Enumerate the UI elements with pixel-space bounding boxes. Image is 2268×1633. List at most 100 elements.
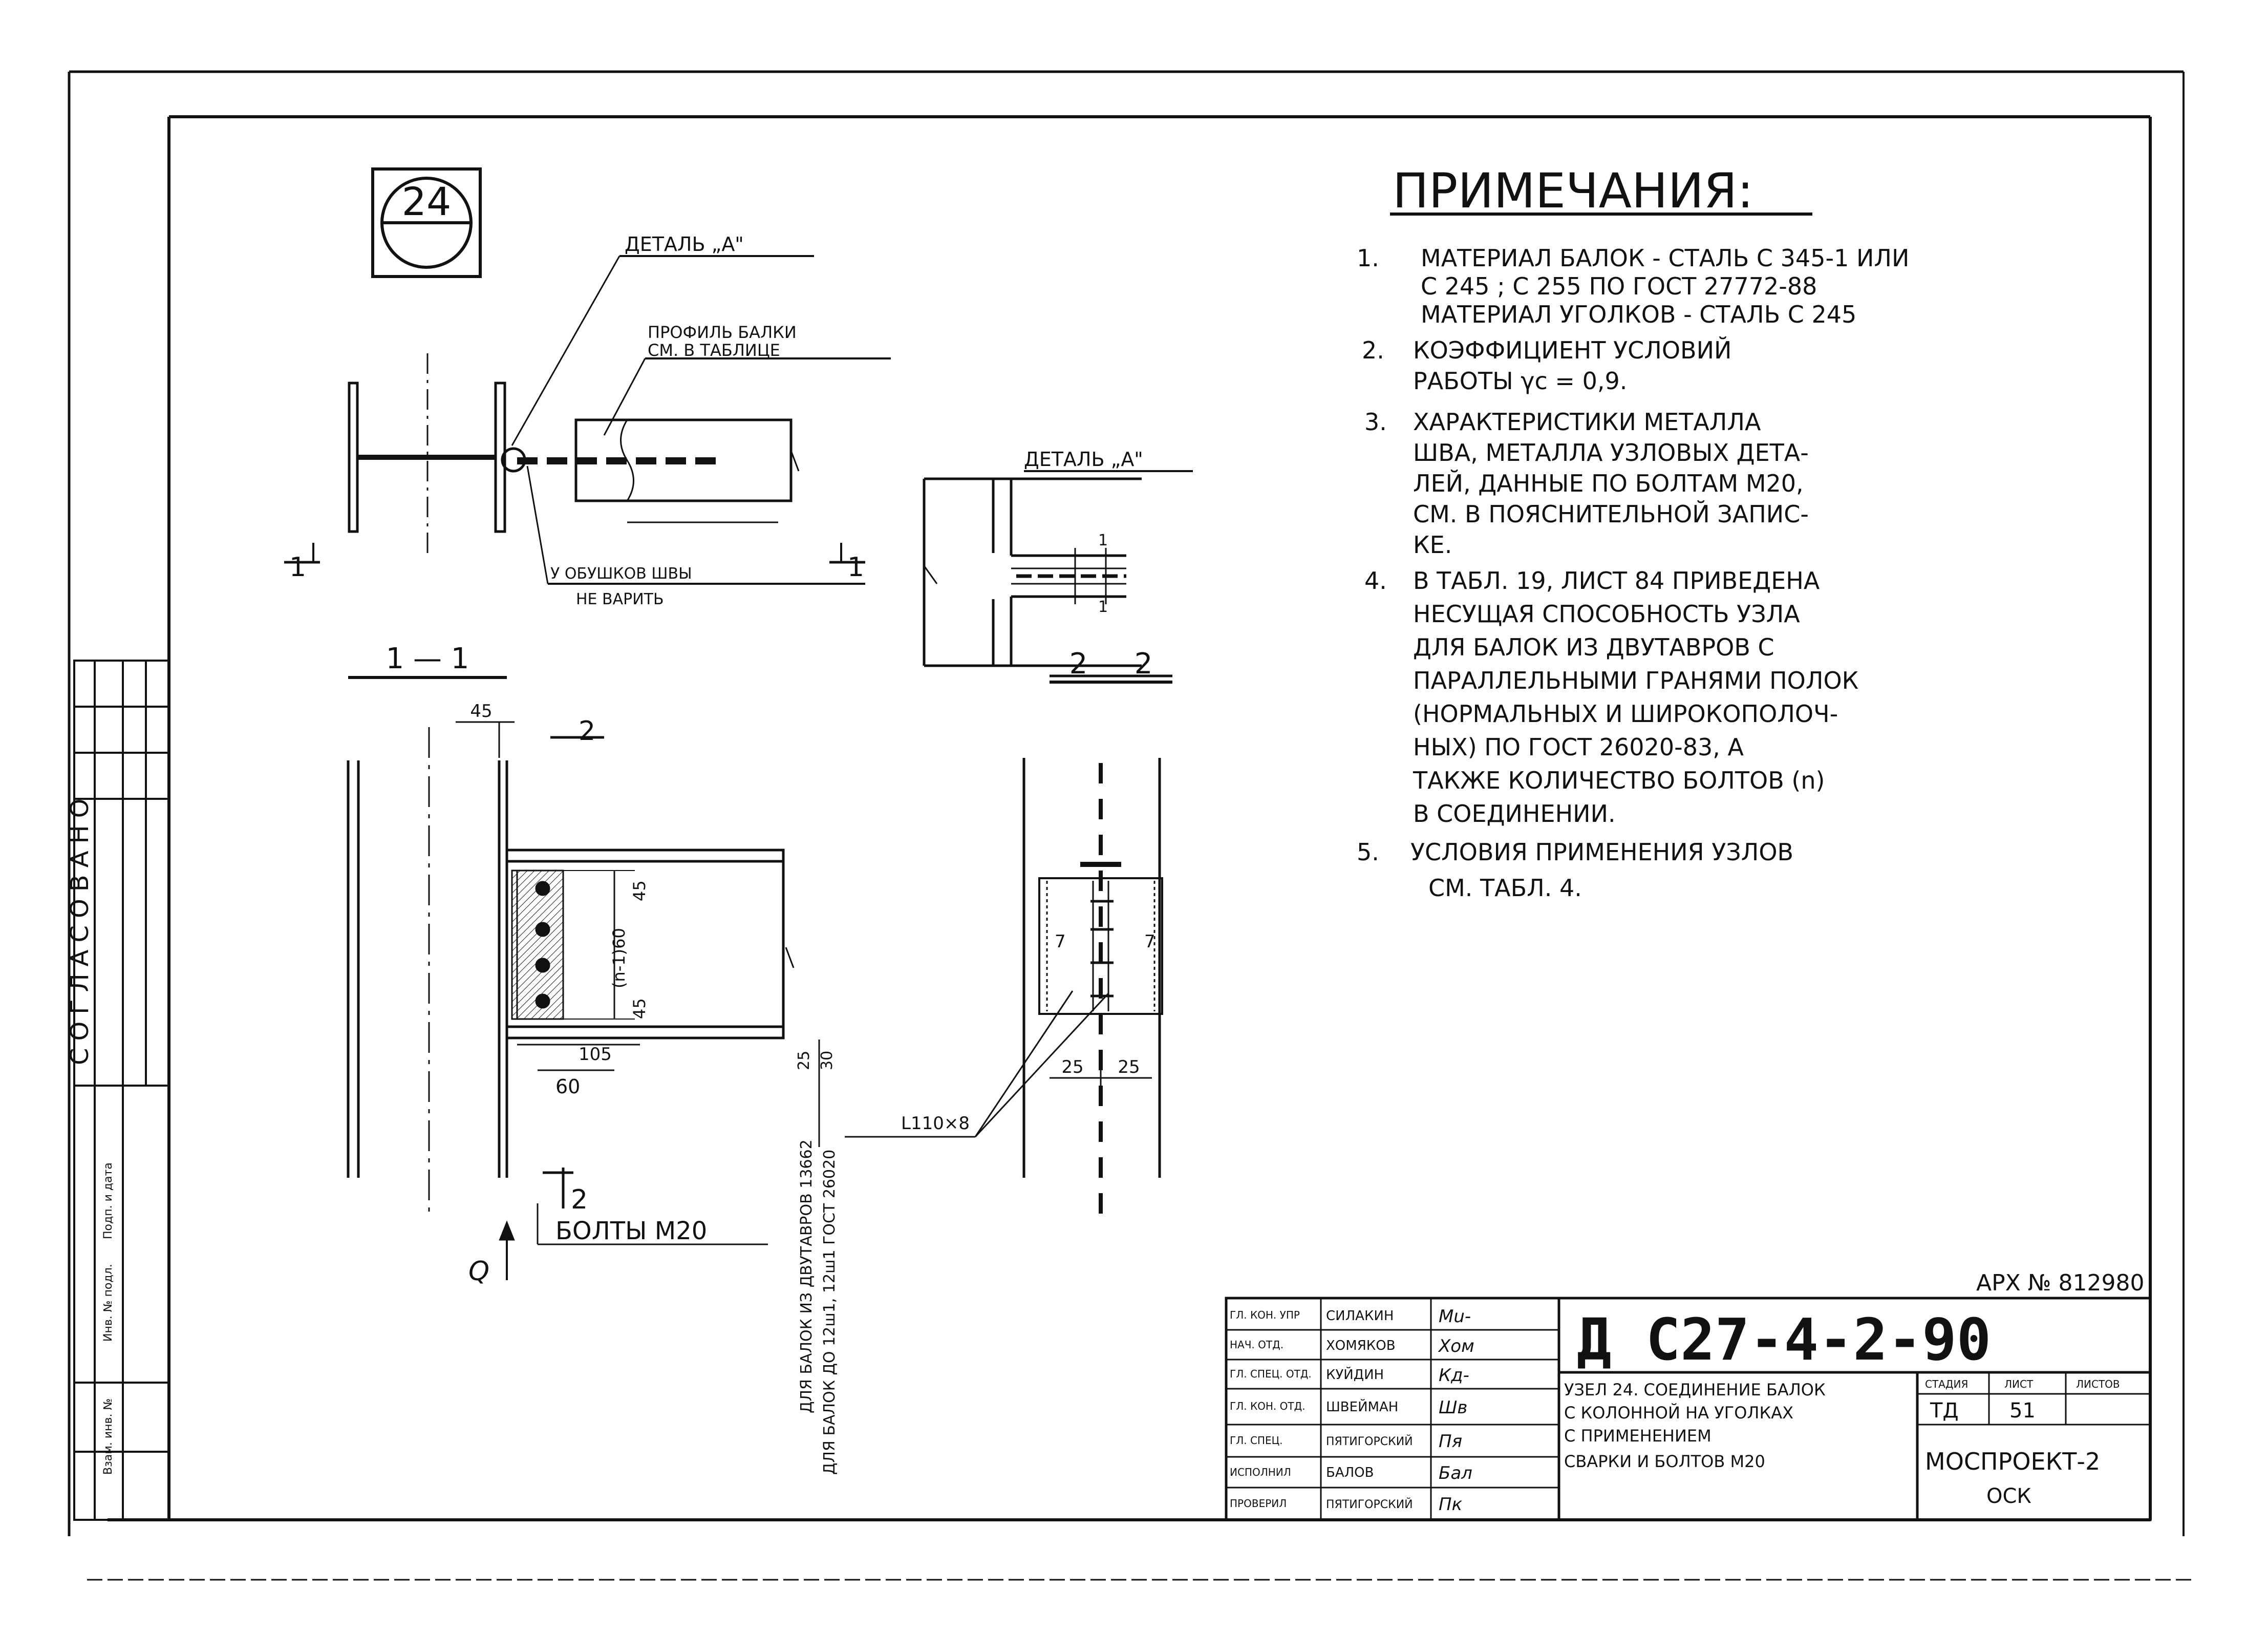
role-2: НАЧ. ОТД. <box>1230 1339 1283 1351</box>
name-3: КУЙДИН <box>1326 1366 1384 1383</box>
document-code: Д С27-4-2-90 <box>1577 1307 1991 1373</box>
angle-label: L110×8 <box>901 1113 970 1134</box>
side-stamp-small-3: Взам. инв. № <box>102 1398 115 1475</box>
weld-note-1: У ОБУШКОВ ШВЫ <box>550 565 692 583</box>
mark-2-bottom: 2 <box>571 1184 588 1215</box>
node-number: 24 <box>402 179 452 224</box>
profile-label-1: ПРОФИЛЬ БАЛКИ <box>648 323 797 342</box>
title-block <box>1225 1297 2152 1521</box>
note-2-line-1: КОЭФФИЦИЕНТ УСЛОВИЙ <box>1413 336 1731 364</box>
note-4-line-6: НЫХ) ПО ГОСТ 26020-83, А <box>1413 733 1744 761</box>
role-4: ГЛ. КОН. ОТД. <box>1230 1400 1306 1412</box>
note-4-line-4: ПАРАЛЛЕЛЬНЫМИ ГРАНЯМИ ПОЛОК <box>1413 667 1858 694</box>
bolts-label: БОЛТЫ М20 <box>555 1217 707 1245</box>
note-4-line-1: В ТАБЛ. 19, ЛИСТ 84 ПРИВЕДЕНА <box>1413 567 1820 595</box>
dim-25: 25 <box>795 1051 813 1070</box>
name-2: ХОМЯКОВ <box>1326 1338 1396 1353</box>
notes-block: ПРИМЕЧАНИЯ: 1. МАТЕРИАЛ БАЛОК - СТАЛЬ С … <box>1357 163 1909 902</box>
note-4-num: 4. <box>1364 567 1387 595</box>
note-1-num: 1. <box>1357 244 1379 272</box>
section-1-1-view <box>347 676 820 1280</box>
name-7: ПЯТИГОРСКИЙ <box>1326 1498 1413 1511</box>
dim-25-a: 25 <box>1061 1057 1083 1077</box>
organization-2: ОСК <box>1986 1484 2031 1508</box>
note-5-line-2: СМ. ТАБЛ. 4. <box>1428 874 1582 902</box>
note-1-line-3: МАТЕРИАЛ УГОЛКОВ - СТАЛЬ С 245 <box>1421 301 1856 328</box>
weld-note-2: НЕ ВАРИТЬ <box>576 590 664 608</box>
role-6: ИСПОЛНИЛ <box>1230 1466 1291 1478</box>
note-4-line-2: НЕСУЩАЯ СПОСОБНОСТЬ УЗЛА <box>1413 600 1800 628</box>
dim-45-b: 45 <box>630 998 649 1019</box>
description-line-3: С ПРИМЕНЕНИЕМ <box>1564 1426 1711 1446</box>
dim-105: 105 <box>579 1044 612 1065</box>
outer-frame <box>68 70 2196 1581</box>
organization-1: МОСПРОЕКТ-2 <box>1925 1448 2100 1475</box>
detail-a-dim-2: 1 <box>1098 598 1108 616</box>
note-2-line-2: РАБОТЫ γc = 0,9. <box>1413 367 1627 395</box>
detail-a-dim-1: 1 <box>1098 532 1108 549</box>
mark-2-top: 2 <box>579 716 595 747</box>
sheet-header: ЛИСТ <box>2004 1378 2034 1390</box>
role-7: ПРОВЕРИЛ <box>1230 1497 1287 1510</box>
note-4-line-3: ДЛЯ БАЛОК ИЗ ДВУТАВРОВ С <box>1413 633 1774 661</box>
note-4-line-8: В СОЕДИНЕНИИ. <box>1413 800 1616 828</box>
stage-header: СТАДИЯ <box>1925 1378 1968 1390</box>
vertical-note-2: ДЛЯ БАЛОК ДО 12ш1, 12ш1 ГОСТ 26020 <box>821 1150 839 1475</box>
sign-7: Пк <box>1439 1494 1463 1515</box>
note-3-line-3: ЛЕЙ, ДАННЫЕ ПО БОЛТАМ М20, <box>1413 470 1804 497</box>
vertical-note-1: ДЛЯ БАЛОК ИЗ ДВУТАВРОВ 13662 <box>798 1139 816 1413</box>
dim-45-top: 45 <box>470 701 492 722</box>
section-2-2-view <box>845 681 1172 1229</box>
sign-1: Mu- <box>1439 1306 1471 1327</box>
description-line-4: СВАРКИ И БОЛТОВ М20 <box>1564 1452 1765 1471</box>
note-5-num: 5. <box>1357 838 1379 866</box>
role-5: ГЛ. СПЕЦ. <box>1230 1434 1282 1447</box>
dim-45-a: 45 <box>630 880 649 901</box>
notes-title: ПРИМЕЧАНИЯ: <box>1393 163 1753 219</box>
sheets-header: ЛИСТОВ <box>2076 1378 2120 1390</box>
archive-number: АРХ № 812980 <box>1976 1270 2144 1296</box>
sign-2: Хом <box>1438 1336 1474 1356</box>
note-3-line-1: ХАРАКТЕРИСТИКИ МЕТАЛЛА <box>1413 408 1761 436</box>
dim-7-b: 7 <box>1144 931 1156 952</box>
name-1: СИЛАКИН <box>1326 1308 1394 1324</box>
note-4-line-7: ТАКЖЕ КОЛИЧЕСТВО БОЛТОВ (n) <box>1413 767 1825 794</box>
detail-a-title: ДЕТАЛЬ „А" <box>1024 448 1143 471</box>
sheet-value: 51 <box>2009 1399 2036 1423</box>
profile-label-2: СМ. В ТАБЛИЦЕ <box>648 341 780 360</box>
role-3: ГЛ. СПЕЦ. ОТД. <box>1230 1368 1312 1380</box>
note-2-num: 2. <box>1362 336 1384 364</box>
q-label: Q <box>468 1256 489 1287</box>
sign-6: Бал <box>1439 1463 1472 1483</box>
section-mark-right: 1 <box>847 552 864 583</box>
name-5: ПЯТИГОРСКИЙ <box>1326 1435 1413 1448</box>
note-1-line-2: С 245 ; С 255 ПО ГОСТ 27772-88 <box>1421 272 1817 300</box>
stage-value: ТД <box>1930 1399 1959 1423</box>
sign-4: Шв <box>1439 1397 1467 1418</box>
dim-30: 30 <box>818 1051 836 1070</box>
side-stamp-small-2: Подп. и дата <box>102 1162 115 1239</box>
detail-a-callout: ДЕТАЛЬ „А" <box>625 233 744 256</box>
note-1-line-1: МАТЕРИАЛ БАЛОК - СТАЛЬ С 345-1 ИЛИ <box>1421 244 1909 272</box>
side-stamp-small-1: Инв. № подл. <box>102 1264 115 1342</box>
section-1-1-title: 1 — 1 <box>386 642 469 675</box>
name-4: ШВЕЙМАН <box>1326 1398 1398 1415</box>
note-3-num: 3. <box>1364 408 1387 436</box>
note-3-line-2: ШВА, МЕТАЛЛА УЗЛОВЫХ ДЕТА- <box>1413 439 1809 466</box>
node-marker <box>371 167 482 278</box>
dim-n160: (n-1)60 <box>609 928 629 988</box>
detail-a-view <box>923 470 1193 677</box>
dim-7-a: 7 <box>1055 931 1066 952</box>
section-2-2-title: 2 — 2 <box>1069 647 1153 681</box>
section-mark-left: 1 <box>289 552 306 583</box>
role-1: ГЛ. КОН. УПР <box>1230 1309 1300 1321</box>
note-3-line-5: КЕ. <box>1413 531 1452 559</box>
note-3-line-4: СМ. В ПОЯСНИТЕЛЬНОЙ ЗАПИС- <box>1413 500 1809 528</box>
sign-5: Пя <box>1439 1431 1462 1452</box>
dim-25-b: 25 <box>1118 1057 1140 1077</box>
note-4-line-5: (НОРМАЛЬНЫХ И ШИРОКОПОЛОЧ- <box>1413 700 1838 728</box>
note-5-line-1: УСЛОВИЯ ПРИМЕНЕНИЯ УЗЛОВ <box>1410 838 1793 866</box>
description-line-1: УЗЕЛ 24. СОЕДИНЕНИЕ БАЛОК <box>1564 1380 1826 1399</box>
side-stamp <box>73 660 170 1521</box>
